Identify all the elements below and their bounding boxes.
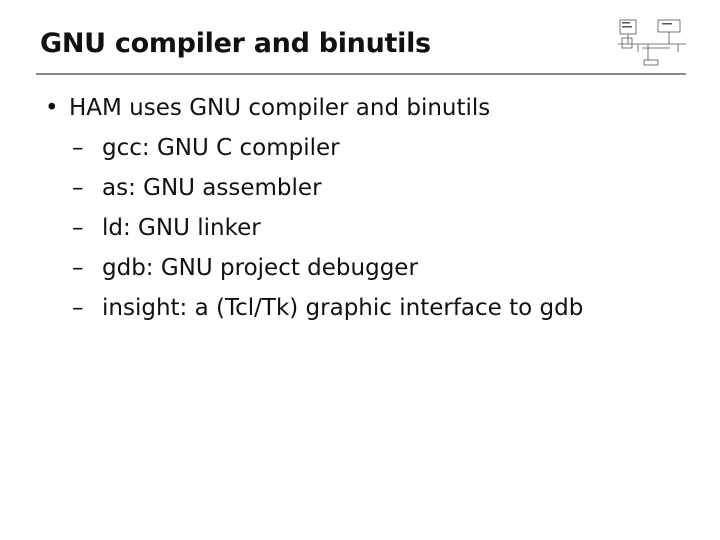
sub-item-gcc: gcc: GNU C compiler xyxy=(102,135,340,161)
slide-title: GNU compiler and binutils xyxy=(40,28,431,59)
sub-item-as: as: GNU assembler xyxy=(102,175,322,201)
sub-bullet-marker: – xyxy=(72,295,84,321)
title-divider xyxy=(36,73,686,75)
sub-bullet-marker: – xyxy=(72,255,84,281)
list-item: – insight: a (Tcl/Tk) graphic interface … xyxy=(45,288,690,328)
sub-item-insight: insight: a (Tcl/Tk) graphic interface to… xyxy=(102,295,584,321)
sub-bullet-marker: – xyxy=(72,175,84,201)
bullet-text: HAM uses GNU compiler and binutils xyxy=(69,95,491,121)
list-item: – as: GNU assembler xyxy=(45,168,690,208)
list-item: – ld: GNU linker xyxy=(45,208,690,248)
sub-item-gdb: gdb: GNU project debugger xyxy=(102,255,418,281)
sub-bullet-marker: – xyxy=(72,135,84,161)
sub-item-ld: ld: GNU linker xyxy=(102,215,261,241)
sub-bullet-marker: – xyxy=(72,215,84,241)
list-item: • HAM uses GNU compiler and binutils xyxy=(45,88,690,128)
architecture-diagram-logo xyxy=(618,19,686,66)
list-item: – gdb: GNU project debugger xyxy=(45,248,690,288)
list-item: – gcc: GNU C compiler xyxy=(45,128,690,168)
bullet-list: • HAM uses GNU compiler and binutils – g… xyxy=(45,88,690,328)
bullet-marker: • xyxy=(45,95,59,121)
